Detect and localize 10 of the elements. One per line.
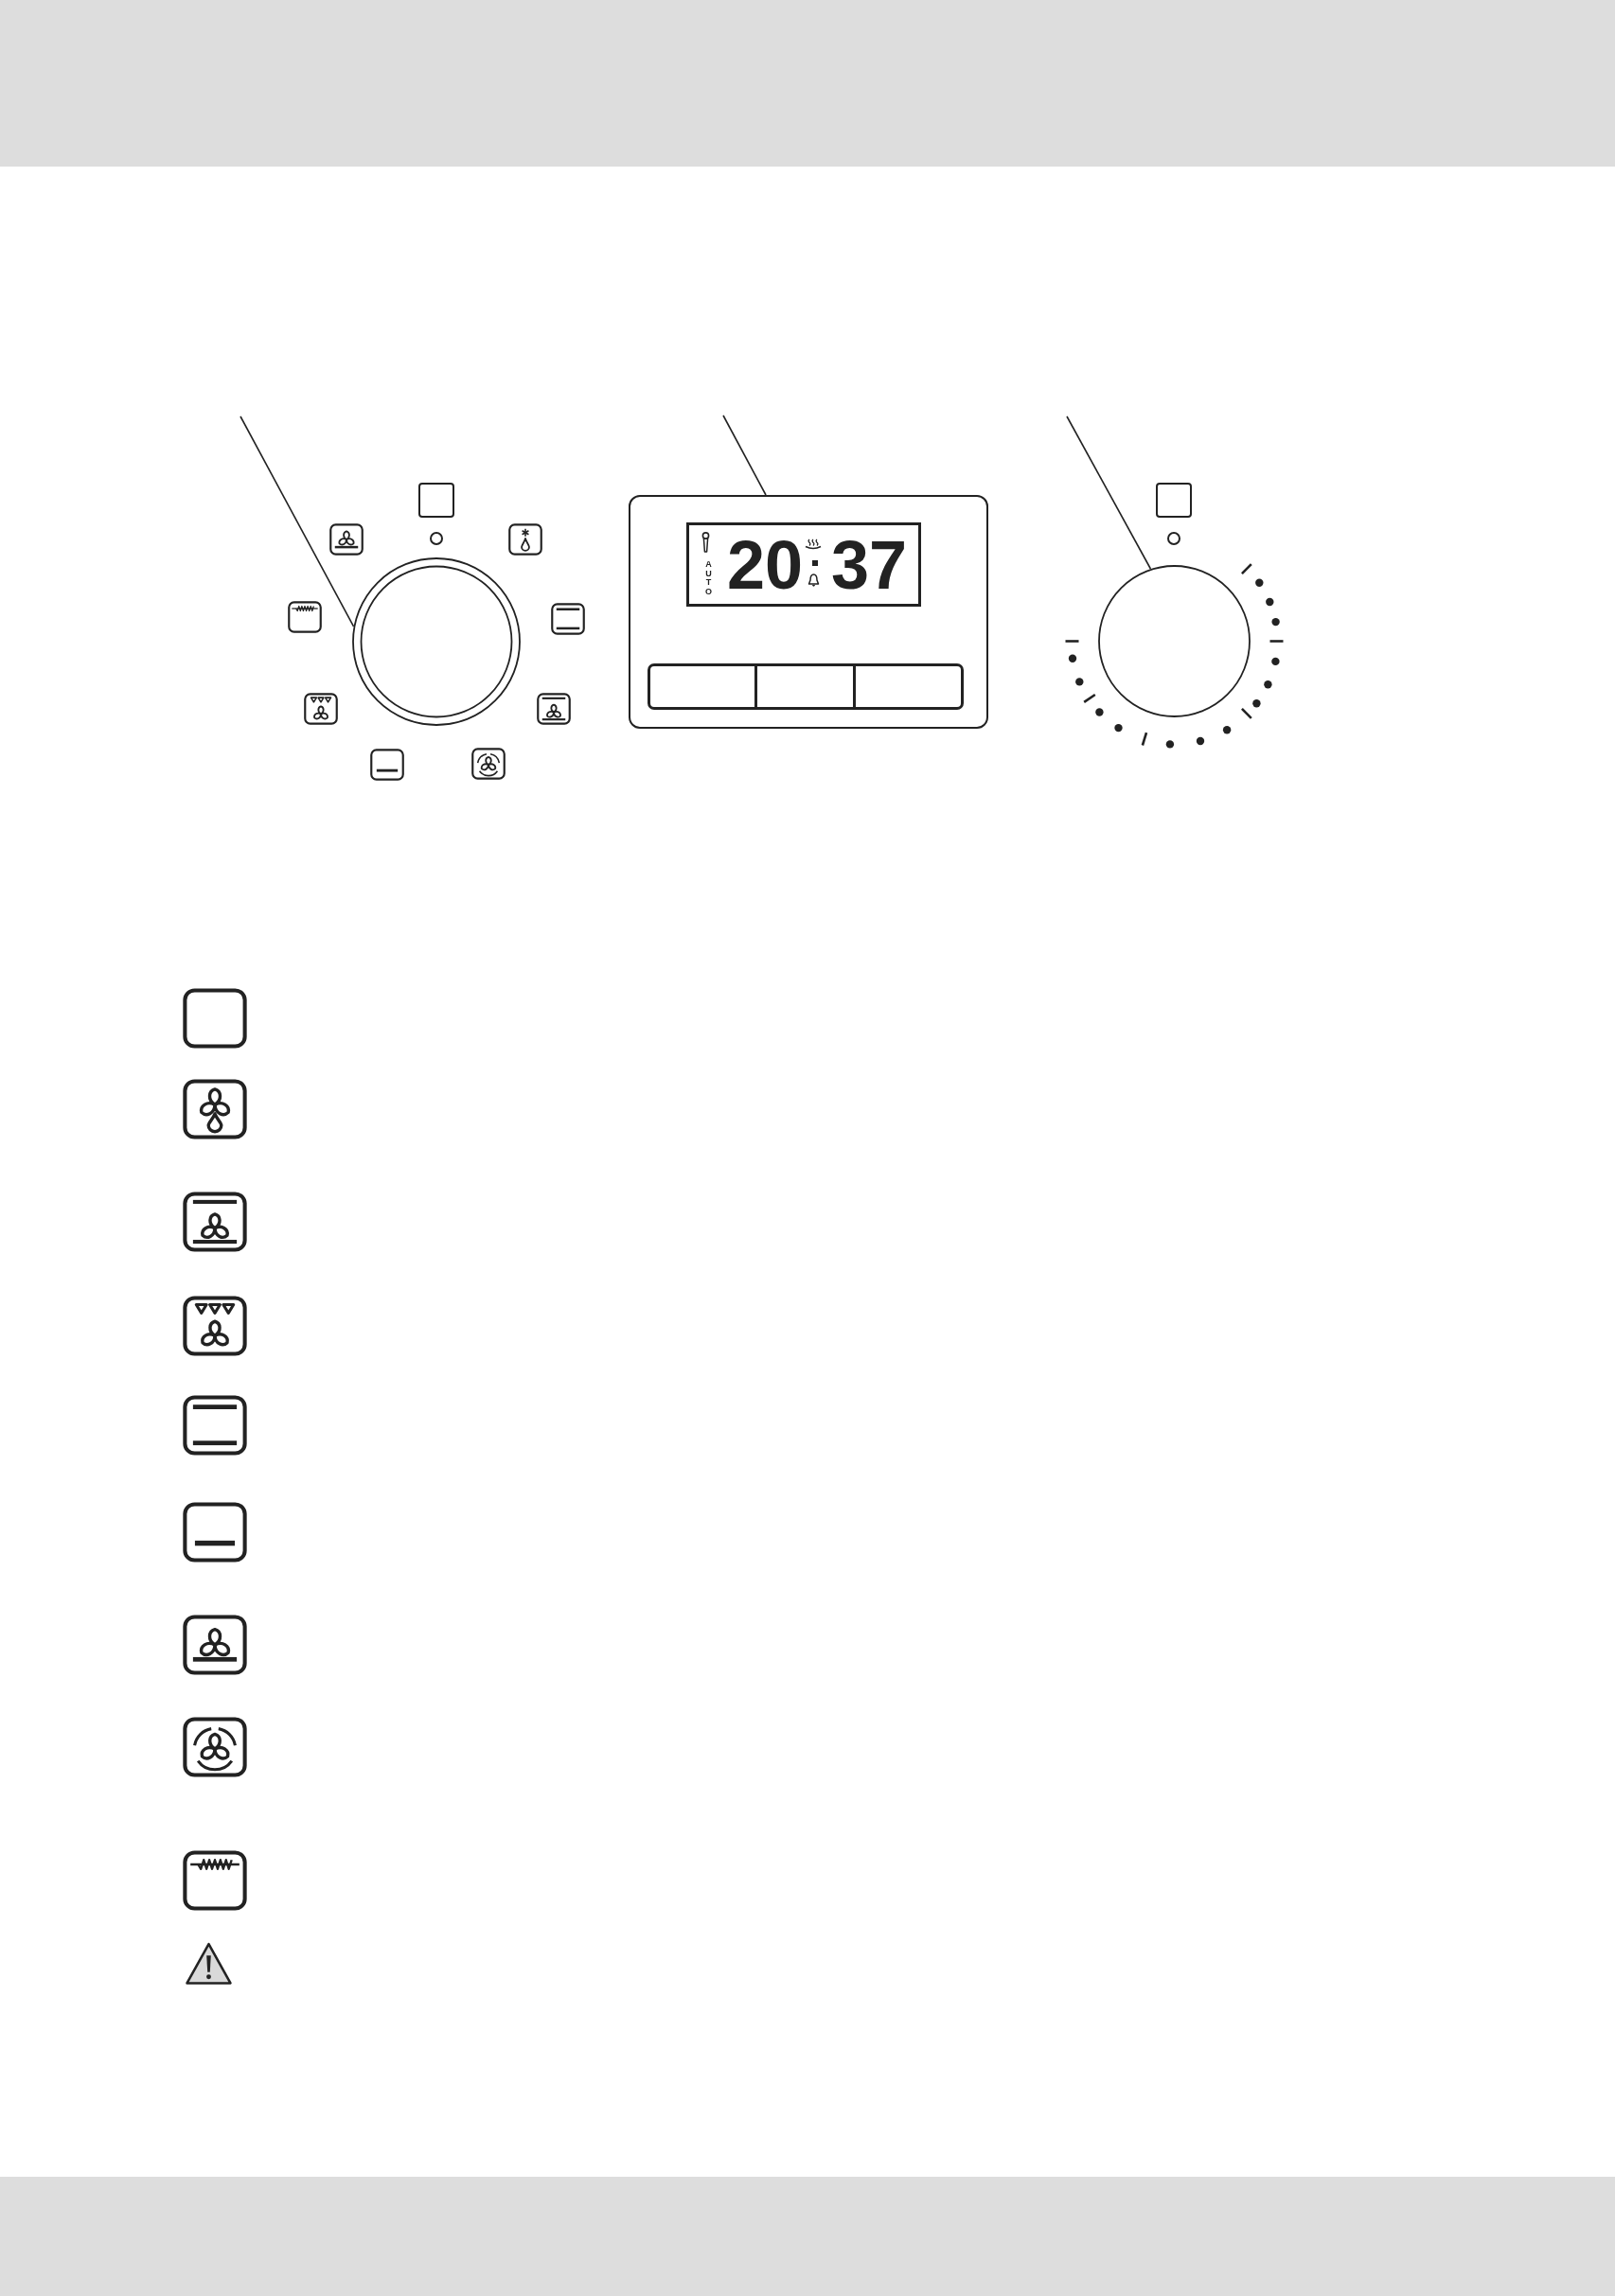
auto-label: AUTO <box>704 560 713 596</box>
selector-knob <box>352 557 521 726</box>
leader-line <box>722 415 767 496</box>
leader-line <box>1066 415 1152 570</box>
lcd-display <box>686 522 921 607</box>
timer-panel <box>629 495 988 729</box>
clock-digits: 37 <box>831 527 908 603</box>
control-knob <box>1098 565 1251 717</box>
clock-digits: 20 <box>727 527 804 603</box>
leader-line <box>240 415 355 627</box>
